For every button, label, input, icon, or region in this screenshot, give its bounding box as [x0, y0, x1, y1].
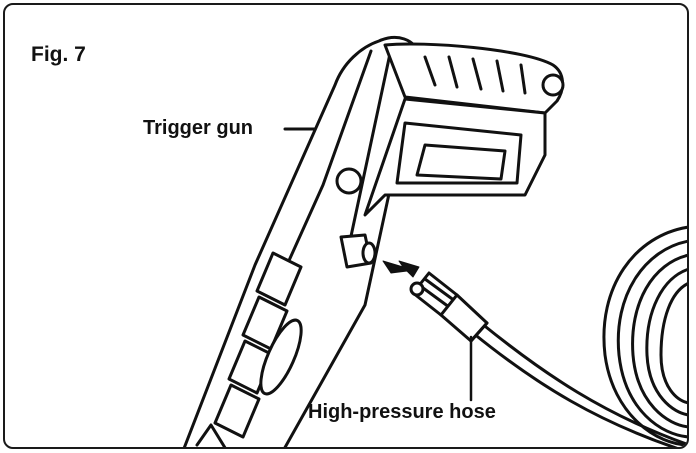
hose-line [479, 321, 687, 446]
trigger-gun [182, 36, 421, 447]
arrow-icon [382, 260, 420, 278]
trigger-housing [335, 42, 565, 217]
hose-fitting [409, 271, 489, 343]
gun-outlet [339, 233, 377, 269]
hose-coil [602, 225, 687, 447]
high-pressure-hose-label: High-pressure hose [308, 401, 496, 423]
figure-label: Fig. 7 [31, 43, 86, 66]
illustration [182, 36, 687, 447]
trigger-gun-label: Trigger gun [143, 117, 253, 139]
figure-frame: Fig. 7 Trigger gun High-pressure hose [3, 3, 689, 449]
